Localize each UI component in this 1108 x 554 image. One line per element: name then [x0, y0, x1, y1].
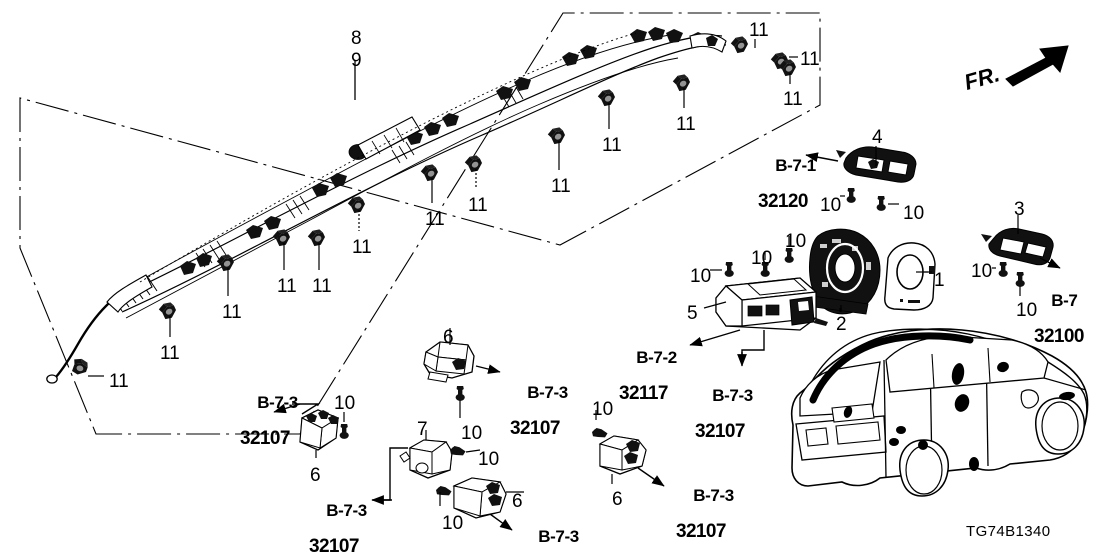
callout-6-b: 6: [310, 465, 321, 486]
ref-label-b-7-3-upper-mid: B-7-3 32107: [510, 367, 568, 472]
ref-line-1: B-7-3: [693, 486, 734, 505]
ref-line-2: 32107: [240, 428, 290, 449]
callout-10-f: 10: [971, 261, 993, 282]
callout-10-h: 10: [334, 393, 356, 414]
side-impact-sensor-part7: [371, 430, 481, 505]
callout-3: 3: [1014, 199, 1025, 220]
callout-11-i: 11: [352, 237, 372, 258]
clip-10-part3-group: [992, 262, 1025, 296]
callout-2: 2: [836, 314, 847, 335]
callout-5: 5: [687, 303, 698, 324]
ref-label-b-7: B-7 32100: [1034, 275, 1084, 380]
callout-11-b: 11: [800, 49, 820, 70]
callout-11-e: 11: [602, 135, 622, 156]
callout-11-l: 11: [222, 302, 242, 323]
callout-4: 4: [872, 127, 883, 148]
side-impact-sensor-6b: [273, 403, 349, 458]
callout-11-m: 11: [160, 343, 180, 364]
cable-reel-cover-part1: [884, 242, 936, 311]
callout-10-i: 10: [461, 423, 483, 444]
front-impact-sensor-part4: [805, 146, 917, 183]
ref-line-1: B-7-3: [712, 386, 753, 405]
callout-10-e: 10: [785, 231, 807, 252]
callout-1: 1: [934, 270, 945, 291]
ref-line-1: B-7-3: [326, 501, 367, 520]
ref-label-b-7-3-bottom-right: B-7-3 32107: [676, 470, 734, 554]
srs-control-unit-part5: [689, 277, 828, 367]
ref-line-2: 32107: [695, 421, 745, 442]
ref-line-1: B-7: [1051, 291, 1078, 310]
callout-11-h: 11: [425, 209, 445, 230]
callout-11-n: 11: [109, 371, 129, 392]
clip-10-part4-group: [840, 188, 899, 211]
airbag-group-boundary: [19, 12, 821, 435]
ref-label-b-7-2: B-7-2 32117: [619, 332, 677, 437]
callout-10-l: 10: [592, 399, 614, 420]
ref-label-b-7-1: B-7-1 32120: [758, 140, 816, 245]
callout-10-j: 10: [478, 449, 500, 470]
diagram-code: TG74B1340: [966, 523, 1051, 540]
fr-direction-arrow: [1005, 45, 1069, 87]
ref-line-1: B-7-3: [538, 527, 579, 546]
callout-7: 7: [417, 419, 428, 440]
callout-6-a: 6: [443, 327, 454, 348]
side-impact-sensor-6d: [592, 410, 665, 487]
callout-11-a: 11: [749, 20, 769, 41]
callout-8: 8: [351, 28, 362, 49]
ref-label-b-7-3-bottom-mid: B-7-3 32107: [521, 511, 579, 554]
ref-line-2: 32100: [1034, 326, 1084, 347]
callout-6-d: 6: [612, 489, 623, 510]
ref-label-b-7-3-left: B-7-3 32107: [240, 377, 298, 482]
vehicle-curtain-airbag-highlight: [809, 332, 974, 404]
callout-11-f: 11: [551, 176, 571, 197]
cable-reel-part2: [809, 228, 881, 315]
callout-10-g: 10: [1016, 300, 1038, 321]
callout-10-a: 10: [820, 195, 842, 216]
ref-line-1: B-7-3: [527, 383, 568, 402]
ref-line-1: B-7-2: [636, 348, 677, 367]
callout-10-c: 10: [690, 266, 712, 287]
vehicle-sensor-location-markers: [843, 361, 1075, 471]
vehicle-reference-illustration: [790, 328, 1089, 497]
callout-11-c: 11: [783, 89, 803, 110]
callout-11-k: 11: [277, 276, 297, 297]
side-impact-sensor-6a: [423, 328, 501, 418]
ref-line-2: 32107: [510, 418, 560, 439]
callout-11-d: 11: [676, 114, 696, 135]
ref-line-2: 32107: [676, 521, 726, 542]
satellite-sensor-part3: [981, 215, 1061, 269]
side-impact-sensor-6c: [436, 477, 524, 531]
ref-line-1: B-7-3: [257, 393, 298, 412]
ref-label-b-7-3-srs: B-7-3 32107: [695, 370, 753, 475]
callout-9: 9: [351, 50, 362, 71]
curtain-airbag-assembly: [46, 27, 727, 384]
ref-line-1: B-7-1: [775, 156, 816, 175]
callout-11-g: 11: [468, 195, 488, 216]
ref-line-2: 32117: [619, 383, 668, 404]
ref-line-2: 32107: [309, 536, 359, 554]
ref-line-2: 32120: [758, 191, 808, 212]
callout-10-b: 10: [903, 203, 925, 224]
callout-11-j: 11: [312, 276, 332, 297]
callout-10-d: 10: [751, 248, 773, 269]
callout-10-k: 10: [442, 513, 464, 534]
clip-10-part5-group: [710, 236, 794, 277]
callout-6-c: 6: [512, 491, 523, 512]
bolt-11-group: [70, 33, 799, 377]
ref-label-b-7-3-bottom-left: B-7-3 32107: [309, 485, 367, 554]
